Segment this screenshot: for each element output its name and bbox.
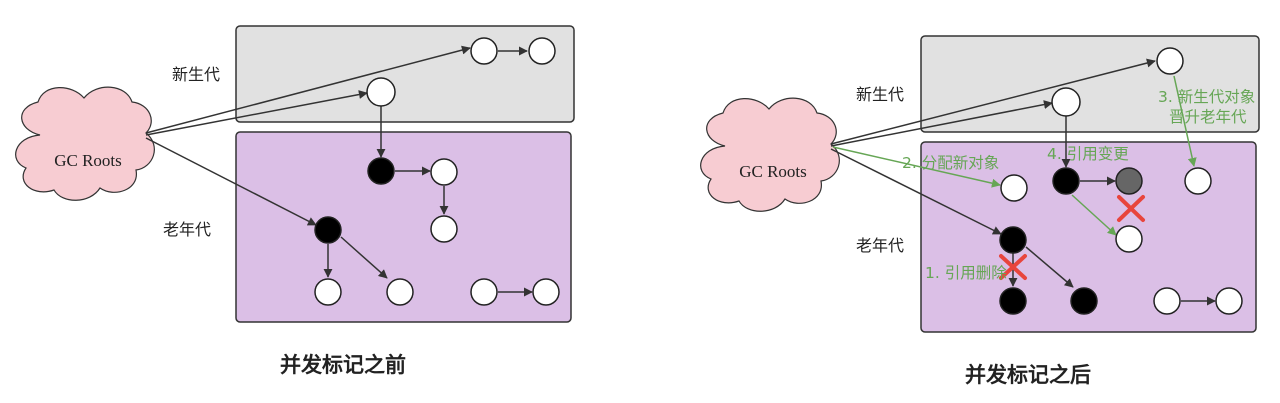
object-nodes <box>999 47 1243 315</box>
object-node-black <box>999 287 1027 315</box>
object-node-white <box>532 278 560 306</box>
old-gen-label: 老年代 <box>163 220 211 239</box>
old-gen-label: 老年代 <box>856 236 904 255</box>
cross-icon <box>999 254 1027 280</box>
annotation-ref-delete: 1. 引用删除 <box>925 264 1007 282</box>
alloc-new-object-arrow <box>832 146 1001 188</box>
object-nodes <box>314 37 560 306</box>
object-node-gray <box>1115 167 1143 195</box>
object-node-white <box>366 77 396 107</box>
object-node-white <box>430 215 458 243</box>
deleted-reference-marks <box>999 195 1145 280</box>
gc-roots-cloud <box>15 86 155 201</box>
object-node-white <box>1000 174 1028 202</box>
before-panel: 新生代 老年代 GC Roots <box>15 25 575 377</box>
object-node-white <box>386 278 414 306</box>
gc-roots-cloud <box>700 97 840 212</box>
object-node-black <box>1070 287 1098 315</box>
young-gen-label: 新生代 <box>856 85 904 104</box>
annotations: 1. 引用删除 2. 分配新对象 3. 新生代对象 晋升老年代 4. 引用变更 <box>902 88 1255 282</box>
gc-roots-label: GC Roots <box>54 151 122 170</box>
object-node-white <box>1184 167 1212 195</box>
object-node-white <box>1153 287 1181 315</box>
annotation-ref-change: 4. 引用变更 <box>1047 145 1129 163</box>
object-node-black <box>314 216 342 244</box>
object-node-black <box>999 226 1027 254</box>
object-node-white <box>430 158 458 186</box>
object-node-black <box>367 157 395 185</box>
object-node-white <box>470 37 498 65</box>
reference-arrows <box>830 58 1216 306</box>
object-node-white <box>528 37 556 65</box>
promote-object-arrow <box>1173 75 1197 167</box>
change-arrows <box>832 75 1197 236</box>
ref-arrow <box>830 58 1156 145</box>
annotation-promote-line1: 3. 新生代对象 <box>1158 88 1255 106</box>
reference-arrows <box>145 45 533 297</box>
ref-arrow <box>830 100 1053 147</box>
after-caption: 并发标记之后 <box>965 363 1091 387</box>
object-node-black <box>1052 167 1080 195</box>
ref-arrow <box>145 45 471 134</box>
before-caption: 并发标记之前 <box>280 353 406 377</box>
ref-arrow <box>145 137 317 226</box>
object-node-white <box>314 278 342 306</box>
object-node-white <box>1051 87 1081 117</box>
old-gen-region <box>235 131 572 323</box>
cross-icon <box>1117 195 1145 222</box>
reference-change-arrow <box>1071 194 1117 236</box>
gc-roots-label: GC Roots <box>739 162 807 181</box>
ref-arrow <box>830 148 1002 235</box>
ref-arrow <box>340 236 388 279</box>
object-node-white <box>1156 47 1184 75</box>
after-panel: 新生代 老年代 GC Roots <box>700 35 1260 387</box>
object-node-white <box>1115 225 1143 253</box>
ref-arrow <box>145 90 368 136</box>
annotation-alloc-new: 2. 分配新对象 <box>902 154 999 172</box>
ref-arrow <box>1025 246 1074 288</box>
object-node-white <box>470 278 498 306</box>
object-node-white <box>1215 287 1243 315</box>
annotation-promote-line2: 晋升老年代 <box>1169 108 1247 126</box>
young-gen-label: 新生代 <box>172 65 220 84</box>
